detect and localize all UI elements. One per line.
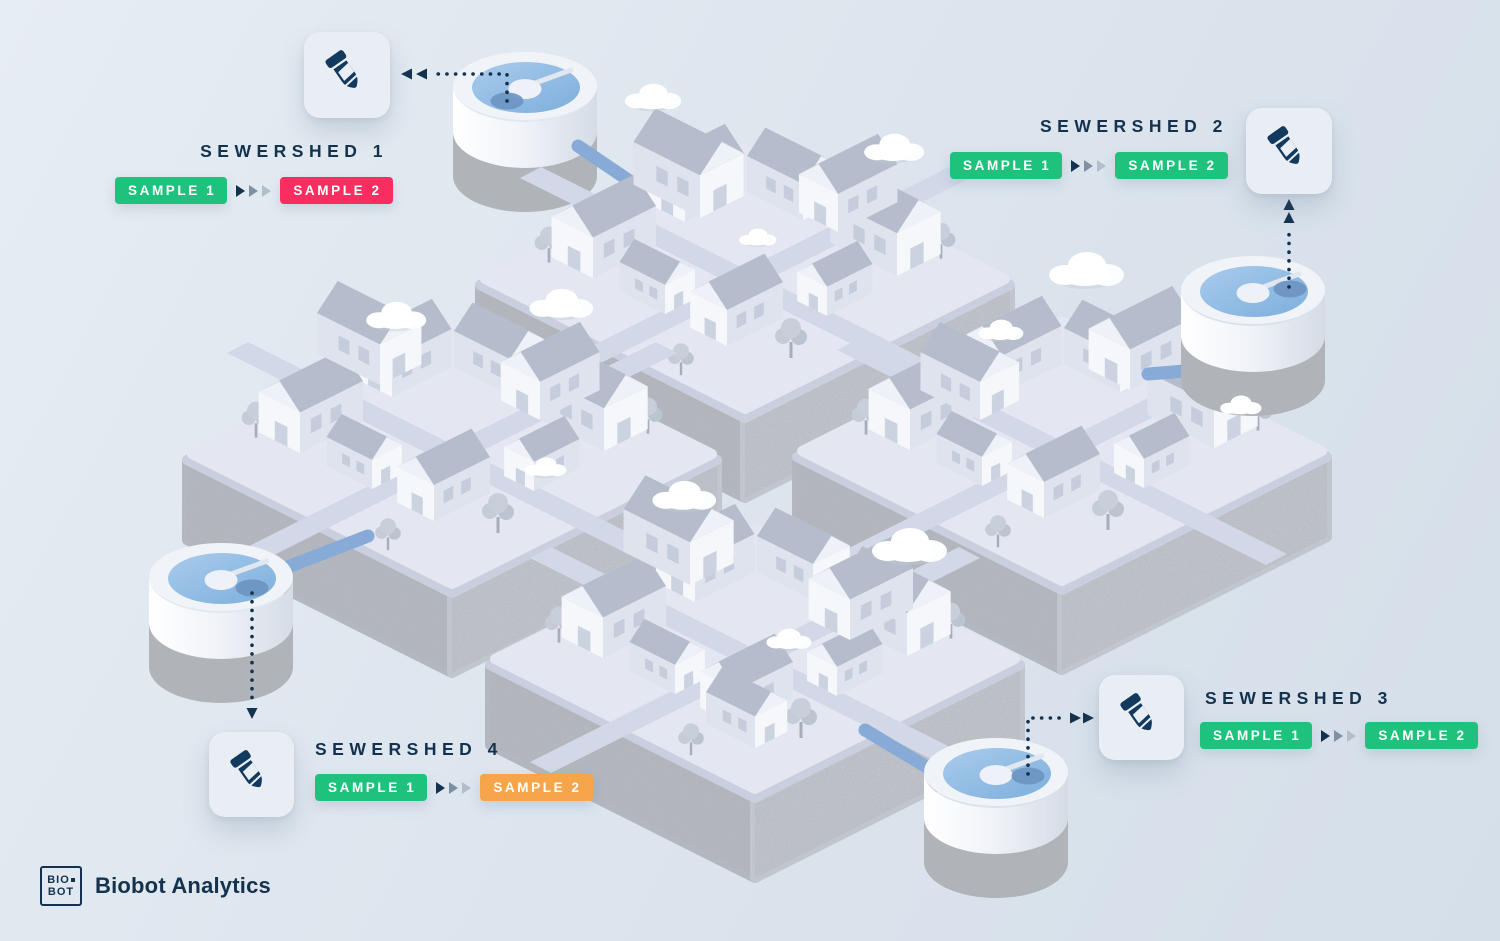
treatment-pond-4 xyxy=(149,543,293,703)
sampling-point-3 xyxy=(1011,767,1045,785)
sewershed-1-samples: SAMPLE 1 SAMPLE 2 xyxy=(115,177,393,204)
flow-arrows-icon xyxy=(436,781,472,794)
dotted-arrow-icon-4 xyxy=(246,591,258,719)
sample-1-badge: SAMPLE 1 xyxy=(1200,722,1313,749)
sewershed-2-title: SEWERSHED 2 xyxy=(1040,116,1228,136)
sample-2-badge: SAMPLE 2 xyxy=(280,177,393,204)
sample-tube-card-4 xyxy=(209,732,294,817)
sewer-pipe-3 xyxy=(858,723,942,779)
biobot-logo: BIO BOT Biobot Analytics xyxy=(40,866,271,906)
sample-tube-card-3 xyxy=(1099,675,1184,760)
brand-name: Biobot Analytics xyxy=(95,873,271,898)
sample-1-badge: SAMPLE 1 xyxy=(950,152,1063,179)
sample-tube-card-2 xyxy=(1246,108,1332,194)
sample-1-badge: SAMPLE 1 xyxy=(115,177,228,204)
treatment-pond-3 xyxy=(924,738,1068,898)
logo-square-icon xyxy=(70,878,75,882)
flow-arrows-icon xyxy=(236,184,272,197)
sample-2-badge: SAMPLE 2 xyxy=(480,774,593,801)
sampling-point-2 xyxy=(1273,280,1307,298)
logo-mark-top: BIO xyxy=(47,874,70,886)
microcentrifuge-tube-icon xyxy=(1119,692,1159,736)
sewershed-3-samples: SAMPLE 1 SAMPLE 2 xyxy=(1200,722,1478,749)
sample-2-badge: SAMPLE 2 xyxy=(1115,152,1228,179)
flow-arrows-icon xyxy=(1071,159,1107,172)
sewershed-4-samples: SAMPLE 1 SAMPLE 2 xyxy=(315,774,593,801)
sampling-point-4 xyxy=(235,579,269,597)
sample-tube-card-1 xyxy=(304,32,390,118)
dotted-arrow-icon-3 xyxy=(1026,712,1094,776)
sewer-pipe-4 xyxy=(278,529,375,575)
treatment-pond-2 xyxy=(1181,256,1325,416)
flow-arrows-icon xyxy=(1321,729,1357,742)
logo-mark-bottom: BOT xyxy=(47,886,75,898)
sewershed-2-samples: SAMPLE 1 SAMPLE 2 xyxy=(950,152,1228,179)
sample-2-badge: SAMPLE 2 xyxy=(1365,722,1478,749)
sewershed-4-title: SEWERSHED 4 xyxy=(315,739,503,759)
sampling-arrows xyxy=(246,68,1295,776)
microcentrifuge-tube-icon xyxy=(1266,125,1307,170)
microcentrifuge-tube-icon xyxy=(324,49,365,94)
dotted-arrow-icon-1 xyxy=(401,68,509,103)
sewershed-1-title: SEWERSHED 1 xyxy=(200,141,388,161)
microcentrifuge-tube-icon xyxy=(229,749,269,793)
sample-1-badge: SAMPLE 1 xyxy=(315,774,428,801)
sewershed-3-title: SEWERSHED 3 xyxy=(1205,688,1393,708)
biobot-logo-mark-icon: BIO BOT xyxy=(40,866,82,906)
dotted-arrow-icon-2 xyxy=(1283,199,1295,289)
